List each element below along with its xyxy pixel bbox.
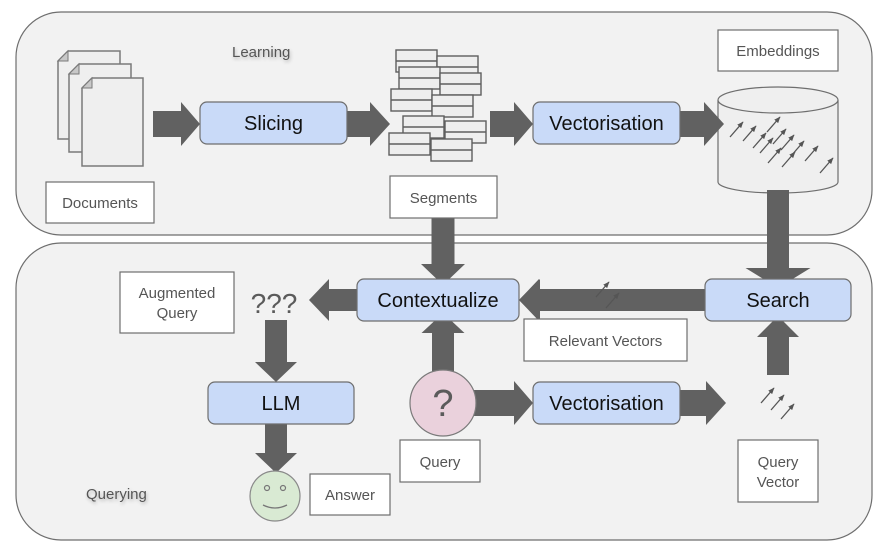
vector-arrows-icon xyxy=(760,387,795,420)
search-process[interactable]: Search xyxy=(704,278,852,322)
vector-arrow xyxy=(760,387,775,404)
document-stack-icon xyxy=(56,49,144,167)
arrow-llm-to-answer xyxy=(255,418,297,473)
svg-text:Augmented: Augmented xyxy=(139,285,216,302)
svg-text:Segments: Segments xyxy=(410,190,478,207)
vectorisation-query-label: Vectorisation xyxy=(549,393,664,415)
contextualize-label: Contextualize xyxy=(377,290,498,312)
vector-arrow xyxy=(759,137,774,154)
answer-label-box: Answer xyxy=(309,473,391,516)
query-vector-line2: Vector xyxy=(757,474,800,491)
query-vector-label-box: Query xyxy=(737,439,819,503)
embedding-vectors xyxy=(729,116,834,174)
segment-pile-icon xyxy=(388,49,487,162)
vector-arrows-icon xyxy=(595,281,620,309)
arrow-query-vector-to-search xyxy=(757,316,799,375)
slicing-label: Slicing xyxy=(244,113,303,135)
augmented-query-marks: ??? xyxy=(251,288,298,319)
database-cylinder-icon xyxy=(717,86,839,194)
querying-title: Querying xyxy=(86,486,147,503)
vector-arrow xyxy=(742,125,757,142)
vector-arrow xyxy=(752,132,767,149)
llm-label: LLM xyxy=(262,393,301,415)
arrow-segments-to-vectorisation xyxy=(490,102,533,146)
relevant-vectors-label-box: Relevant Vectors xyxy=(523,318,688,362)
vectorisation-query-process[interactable]: Vectorisation xyxy=(532,381,681,425)
slicing-process[interactable]: Slicing xyxy=(199,101,348,145)
augmented-query-label-box: Augmented xyxy=(119,271,235,334)
arrow-vectorisation-to-query-vector xyxy=(673,381,726,425)
vector-arrow xyxy=(766,116,781,133)
svg-text:Answer: Answer xyxy=(325,487,375,504)
query-mark: ? xyxy=(432,383,453,425)
svg-text:Relevant Vectors: Relevant Vectors xyxy=(549,333,662,350)
svg-text:Embeddings: Embeddings xyxy=(736,43,819,60)
contextualize-process[interactable]: Contextualize xyxy=(356,278,520,322)
svg-text:Query: Query xyxy=(420,454,461,471)
arrow-query-to-contextualize xyxy=(421,313,465,378)
search-label: Search xyxy=(746,290,809,312)
segments-label-box: Segments xyxy=(389,175,498,219)
arrow-documents-to-slicing xyxy=(153,102,200,146)
vector-arrow xyxy=(767,147,782,164)
vector-arrow xyxy=(780,134,795,151)
svg-text:Query: Query xyxy=(758,454,799,471)
embeddings-label-box: Embeddings xyxy=(717,29,839,72)
arrow-relevant-to-contextualize xyxy=(519,279,590,321)
vector-arrow xyxy=(804,145,819,162)
vector-arrow xyxy=(772,128,787,145)
vector-arrow xyxy=(605,292,620,309)
learning-title: Learning xyxy=(232,44,290,61)
svg-text:Documents: Documents xyxy=(62,195,138,212)
vector-arrow xyxy=(770,394,785,411)
vector-arrow xyxy=(780,403,795,420)
flow-arrows xyxy=(153,102,811,473)
vectorisation-learning-label: Vectorisation xyxy=(549,113,664,135)
augmented-query-line2: Query xyxy=(157,305,198,322)
smiley-face-icon xyxy=(249,470,301,522)
llm-process[interactable]: LLM xyxy=(207,381,355,425)
arrow-slicing-to-segments xyxy=(338,102,390,146)
vector-arrow xyxy=(595,281,610,298)
vector-arrow xyxy=(729,121,744,138)
vectorisation-learning-process[interactable]: Vectorisation xyxy=(532,101,681,145)
arrow-embeddings-to-search xyxy=(745,190,811,288)
arrow-query-to-vectorisation xyxy=(472,381,533,425)
arrow-segments-to-contextualize xyxy=(421,210,465,285)
documents-label-box: Documents xyxy=(45,181,155,224)
query-label-box: Query xyxy=(399,439,481,483)
arrow-vectorisation-to-embeddings xyxy=(673,102,724,146)
question-circle-icon[interactable]: ? xyxy=(409,369,477,437)
vector-arrow xyxy=(819,157,834,174)
arrow-contextualize-to-augmented xyxy=(309,279,360,321)
arrow-augmented-to-llm xyxy=(255,320,297,382)
vector-arrow xyxy=(781,151,796,168)
